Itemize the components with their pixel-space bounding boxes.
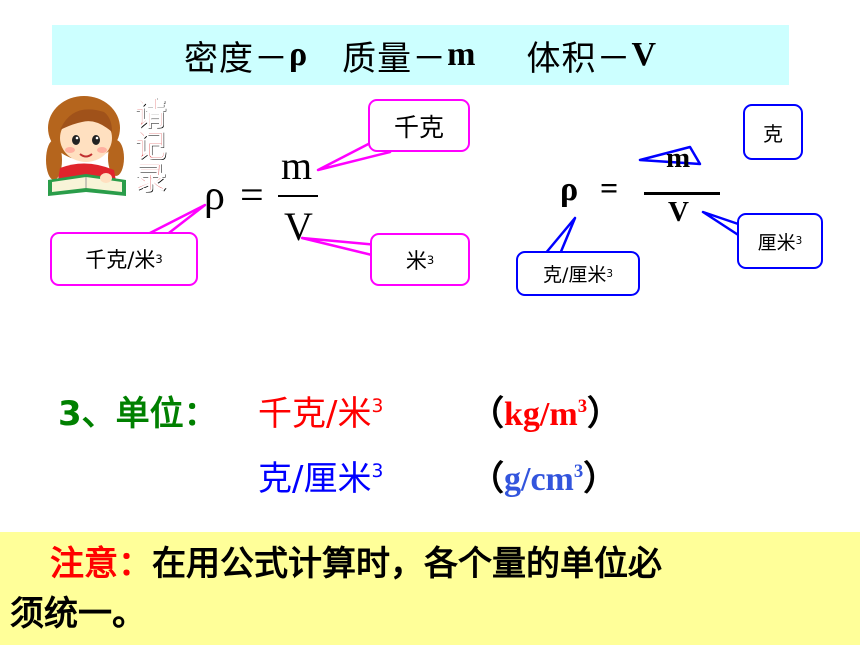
right-fraction-bar <box>644 192 720 195</box>
volume-symbol: V <box>631 36 658 73</box>
cgs-symbol-text: g/cm <box>504 461 574 498</box>
girl-reading-icon <box>46 96 126 196</box>
callout-mass-kg-text: 千克 <box>393 112 444 142</box>
cgs-unit-text: 克/厘米 <box>258 459 372 499</box>
title-banner-text: 密度－ρ 质量－m 体积－V <box>52 25 789 85</box>
callout-volume-m3-text: 米 <box>405 248 427 273</box>
si-symbol-sup: 3 <box>577 395 588 417</box>
units-heading: 3、单位： <box>58 394 218 434</box>
note-label: 注意： <box>50 544 152 584</box>
callout-mass-g-text: 克 <box>763 122 783 146</box>
mass-symbol: m <box>447 36 477 73</box>
title-banner <box>52 25 789 85</box>
right-rho: ρ <box>560 171 579 208</box>
volume-label: 体积－ <box>526 38 632 79</box>
note-text: 注意：在用公式计算时，各个量的单位必 须统一。 <box>10 539 850 639</box>
callout-density-kgm3-text: 千克/米 <box>85 248 156 272</box>
left-numerator: m <box>281 143 313 188</box>
note-line2: 须统一。 <box>10 594 146 634</box>
density-label: 密度－ <box>183 38 289 79</box>
note-box <box>0 532 860 645</box>
left-denominator: V <box>284 204 313 249</box>
callout-mass-g: 克 <box>743 104 803 160</box>
si-symbol-close: ） <box>587 394 622 434</box>
left-fraction-bar <box>278 195 318 197</box>
callout-mass-kg: 千克 <box>368 99 470 152</box>
cgs-symbol-close: ） <box>583 459 618 499</box>
cgs-unit: 克/厘米3 <box>258 451 383 500</box>
si-symbol-text: kg/m <box>504 396 578 433</box>
left-equals: = <box>240 173 264 219</box>
callout-density-gcm3-text: 克/厘米 <box>542 264 607 286</box>
left-rho: ρ <box>204 173 225 219</box>
si-unit-sup: 3 <box>371 395 384 417</box>
record-badge: 请记录 <box>129 97 166 194</box>
note-line1: 在用公式计算时，各个量的单位必 <box>152 544 662 584</box>
right-denominator: V <box>668 196 689 228</box>
cgs-unit-sup: 3 <box>371 460 384 482</box>
si-unit: 千克/米3 <box>258 386 383 435</box>
si-unit-text: 千克/米 <box>258 394 372 434</box>
si-symbol: （kg/m3） <box>470 386 621 435</box>
callout-volume-cm3-text: 厘米 <box>757 231 796 254</box>
right-numerator: m <box>666 142 691 174</box>
right-equals: = <box>600 170 619 206</box>
cgs-symbol-open: （ <box>470 459 504 499</box>
density-symbol: ρ <box>288 36 309 73</box>
cgs-symbol-sup: 3 <box>573 460 584 482</box>
mass-label: 质量－ <box>342 38 448 79</box>
si-symbol-open: （ <box>470 394 504 434</box>
cgs-symbol: （g/cm3） <box>470 451 617 500</box>
